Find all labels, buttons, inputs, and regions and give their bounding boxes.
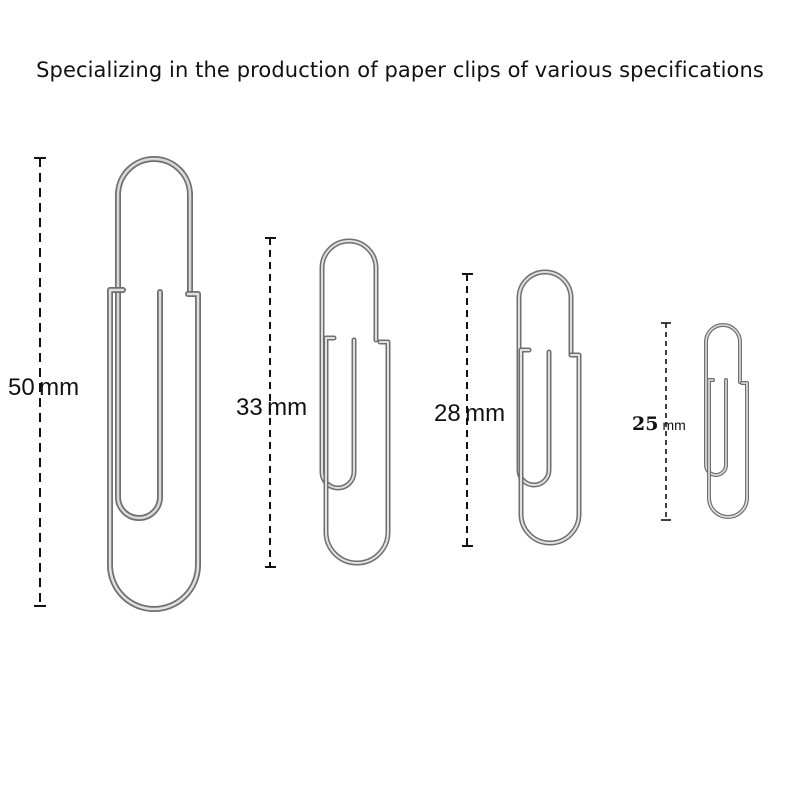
size-value: 25 [632, 413, 659, 435]
paper-clip-50mm [107, 156, 201, 612]
size-unit: mm [267, 394, 308, 421]
headline: Specializing in the production of paper … [36, 58, 764, 82]
size-unit: mm [465, 400, 506, 427]
paper-clip-33mm [319, 238, 391, 566]
size-value: 33 [236, 394, 263, 421]
paper-clip-28mm [516, 269, 582, 546]
size-value: 28 [434, 400, 461, 427]
size-label-28mm: 28 mm [434, 400, 505, 428]
size-label-33mm: 33 mm [236, 394, 307, 422]
size-label-50mm: 50 mm [8, 374, 79, 402]
size-unit: mm [662, 417, 686, 433]
paper-clip-25mm [704, 323, 749, 519]
size-value: 50 [8, 374, 35, 401]
size-unit: mm [39, 374, 80, 401]
